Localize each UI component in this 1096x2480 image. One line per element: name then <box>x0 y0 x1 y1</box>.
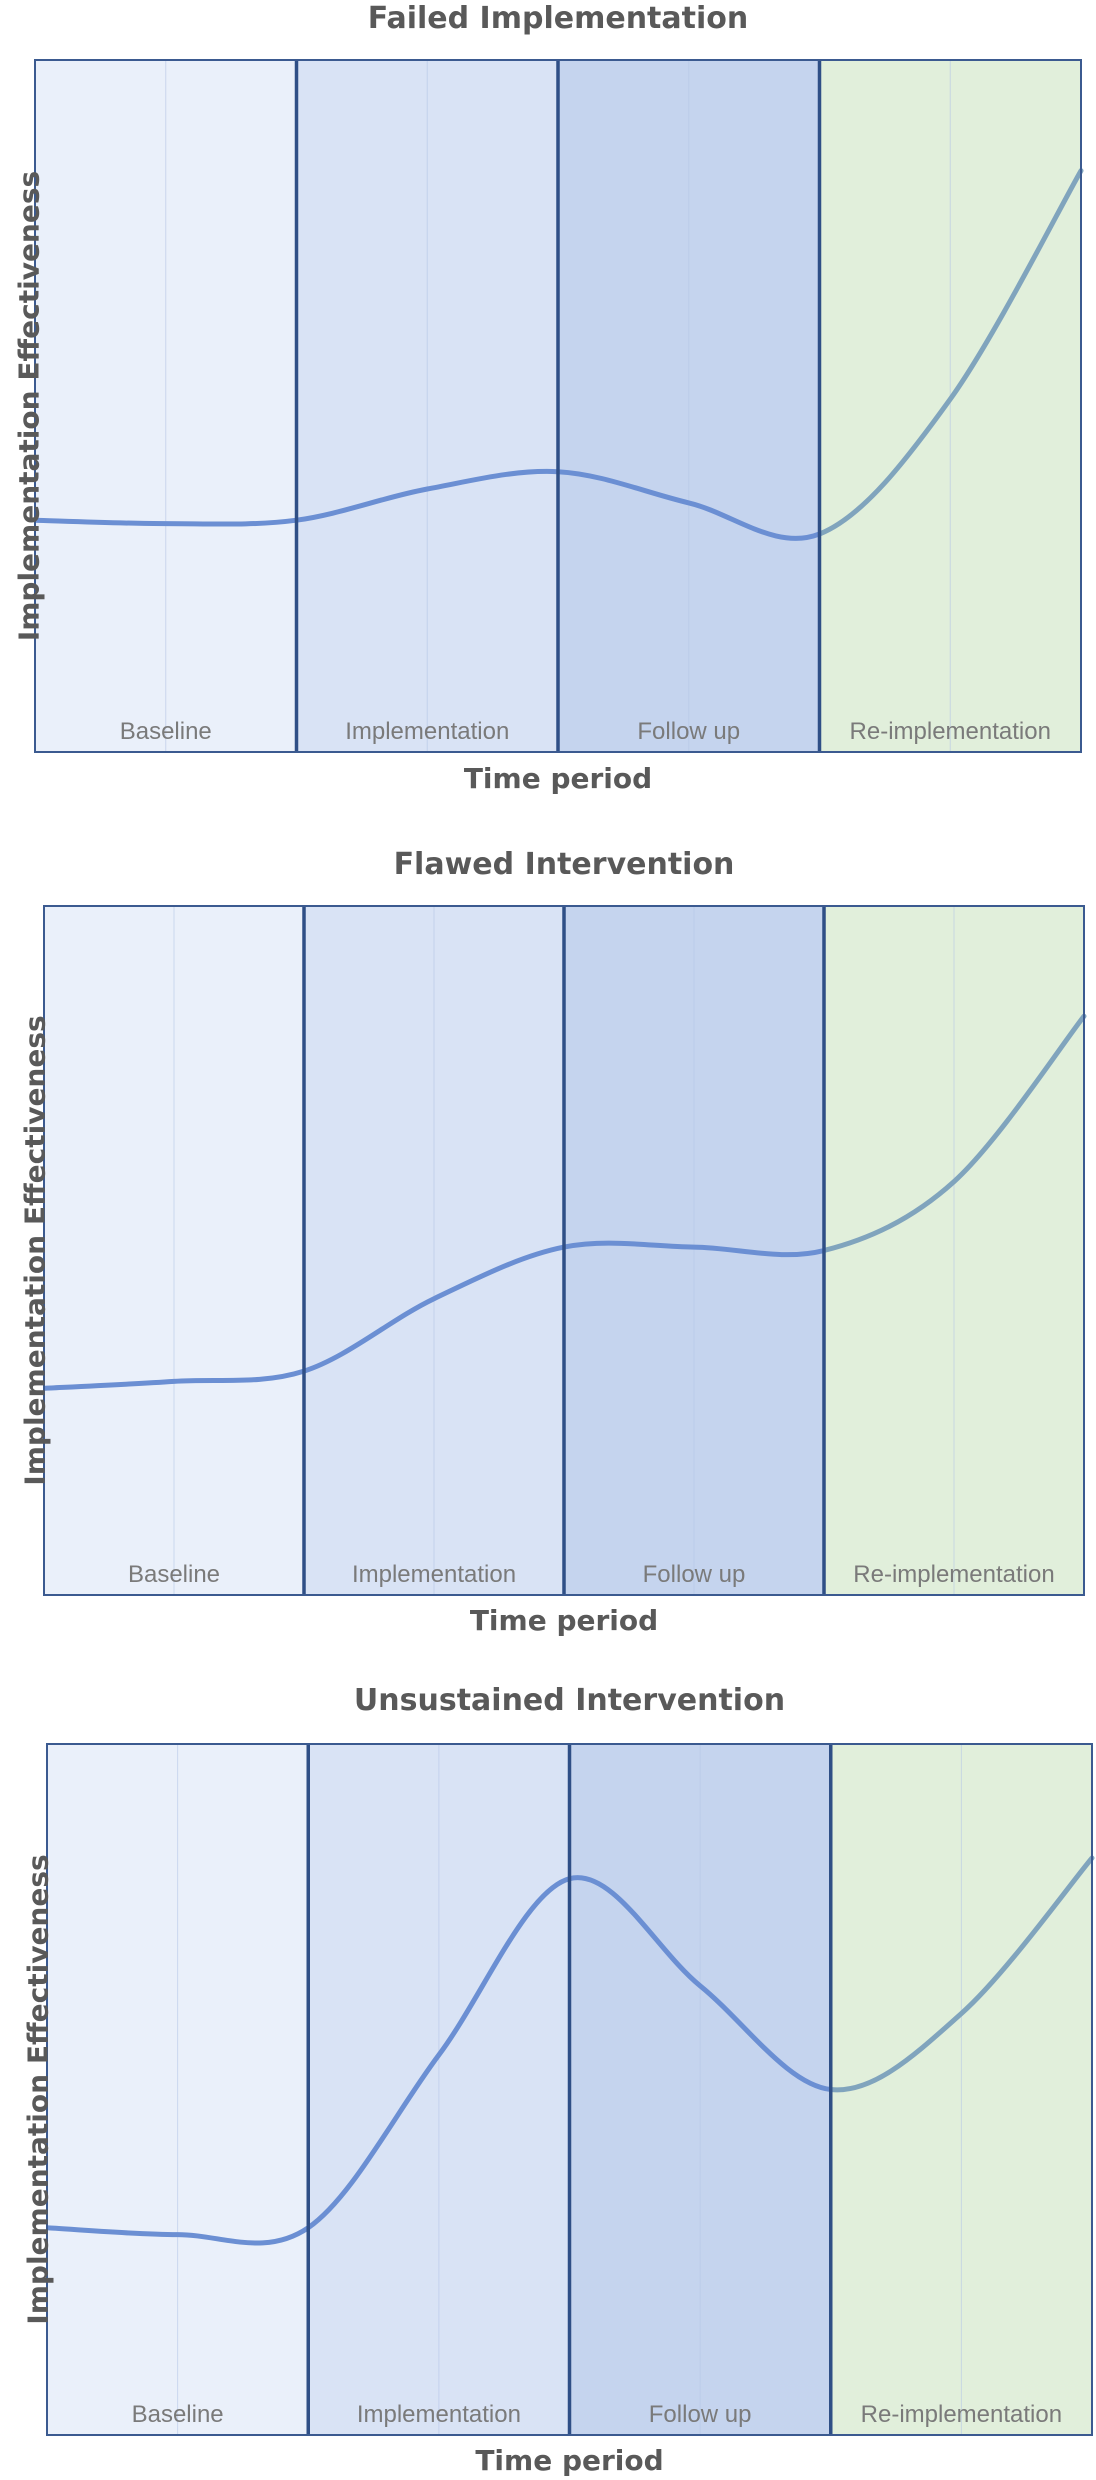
phase-label: Follow up <box>637 718 740 745</box>
y-axis-label: Implementation Effectiveness <box>22 1854 55 2324</box>
plot-border <box>34 59 1082 753</box>
reimplementation-curve <box>830 1855 1095 2093</box>
phase-label: Implementation <box>357 2401 521 2428</box>
phase-label: Re-implementation <box>850 718 1051 745</box>
phase-label: Re-implementation <box>853 1561 1054 1588</box>
effectiveness-curve <box>35 468 820 541</box>
x-axis-label: Time period <box>464 762 652 795</box>
plot-border <box>43 905 1085 1596</box>
y-axis-label: Implementation Effectiveness <box>19 1015 52 1485</box>
chart-title: Unsustained Intervention <box>354 1683 785 1718</box>
chart-panel: Baseline Implementation Follow up Re-implem… <box>19 847 1087 1637</box>
phase-label: Baseline <box>120 718 212 745</box>
phase-label: Baseline <box>128 1561 220 1588</box>
chart-title: Failed Implementation <box>368 1 748 36</box>
x-axis-label: Time period <box>470 1604 658 1637</box>
chart-panel: Baseline Implementation Follow up Re-implem… <box>13 1 1084 795</box>
phase-label: Implementation <box>345 718 509 745</box>
x-axis-label: Time period <box>475 2444 663 2477</box>
phase-label: Re-implementation <box>861 2401 1062 2428</box>
plot-border <box>46 1743 1093 2436</box>
reimplementation-curve <box>824 1013 1087 1254</box>
reimplementation-curve <box>819 168 1084 537</box>
y-axis-label: Implementation Effectiveness <box>13 171 46 641</box>
effectiveness-curve <box>44 1240 824 1391</box>
chart-panel: Baseline Implementation Follow up Re-implem… <box>22 1683 1095 2477</box>
chart-title: Flawed Intervention <box>394 847 735 882</box>
phase-label: Follow up <box>649 2401 752 2428</box>
phase-label: Follow up <box>643 1561 746 1588</box>
phase-label: Baseline <box>132 2401 224 2428</box>
phase-label: Implementation <box>352 1561 516 1588</box>
